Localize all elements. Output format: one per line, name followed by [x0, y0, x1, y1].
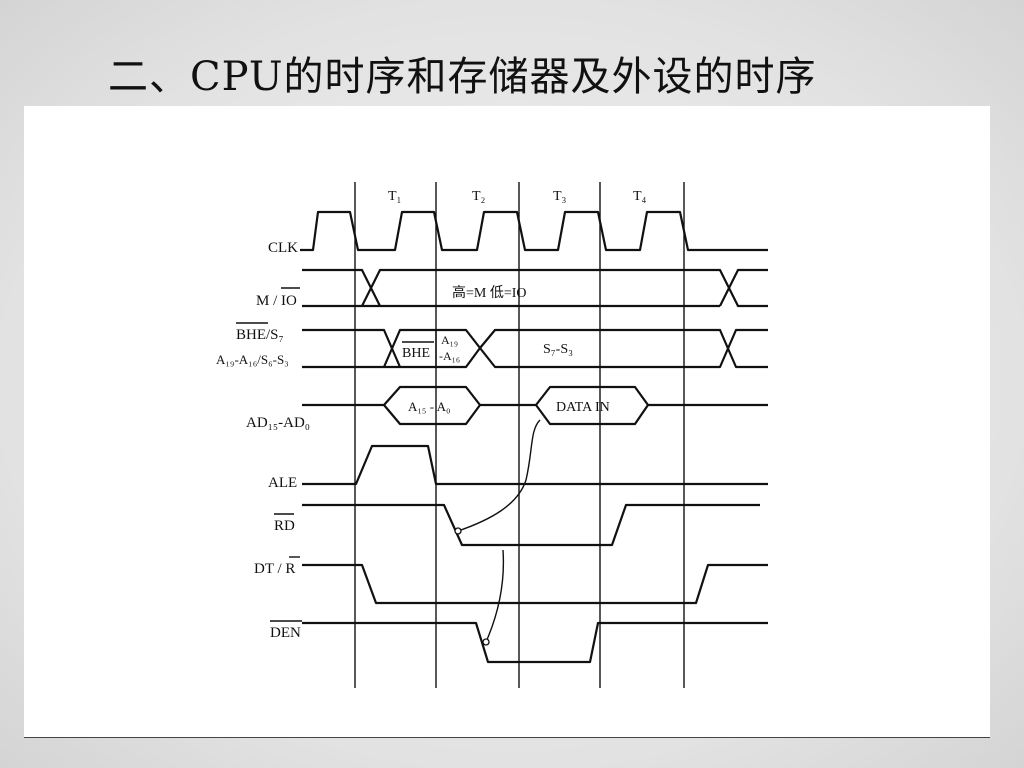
ad-bus-waveform: [302, 385, 768, 426]
bottom-divider: [24, 737, 990, 738]
data-in-label: DATA IN: [556, 400, 610, 415]
rd-waveform: [302, 503, 760, 547]
rd-to-data-causal-curve: [457, 419, 541, 532]
bus-timing-diagram: T₁ T₂ T₃ T₄ CLK M / IO BHE/S₇ A₁₉-A₁₆/S₆…: [216, 182, 768, 688]
clk-waveform: [300, 210, 768, 252]
state-label-t2: T₂: [472, 189, 486, 204]
addr-label-a15-a0: A₁₅ - A₀: [408, 399, 451, 414]
bhe-addr-label-a19: A₁₉: [441, 333, 458, 347]
bhe-addr-label-a16: -A₁₆: [439, 349, 460, 363]
bhe-addr-label-bhe: BHE: [402, 346, 430, 361]
signal-label-ad: AD₁₅-AD₀: [246, 415, 310, 431]
status-label-s7-s3: S₇-S₃: [543, 342, 573, 357]
data-to-den-causal-curve: [485, 549, 505, 643]
signal-label-rd: RD: [274, 518, 295, 534]
den-waveform: [302, 621, 768, 664]
mio-value-label: 高=M 低=IO: [452, 284, 527, 301]
mio-bus-waveform: [302, 268, 768, 308]
signal-label-den: DEN: [270, 625, 301, 641]
signal-label-ale: ALE: [268, 475, 297, 491]
state-label-t3: T₃: [553, 189, 567, 204]
state-label-t4: T₄: [633, 189, 647, 204]
slide-title: 二、CPU的时序和存储器及外设的时序: [108, 54, 817, 100]
state-label-t1: T₁: [388, 189, 401, 204]
rd-causal-node: [454, 527, 462, 535]
ale-waveform: [302, 444, 768, 486]
dtr-waveform: [302, 563, 768, 605]
bhe-addr-bus-waveform: [302, 328, 768, 369]
signal-label-clk: CLK: [268, 240, 298, 256]
den-causal-node: [482, 638, 490, 646]
signal-label-dtr: DT / R: [254, 561, 295, 577]
signal-label-bhe-s7: BHE/S₇: [236, 327, 284, 343]
signal-label-mio: M / IO: [256, 293, 297, 309]
timing-diagram-panel: T₁ T₂ T₃ T₄ CLK M / IO BHE/S₇ A₁₉-A₁₆/S₆…: [24, 106, 990, 738]
signal-label-a19-a16: A₁₉-A₁₆/S₆-S₃: [216, 352, 289, 367]
